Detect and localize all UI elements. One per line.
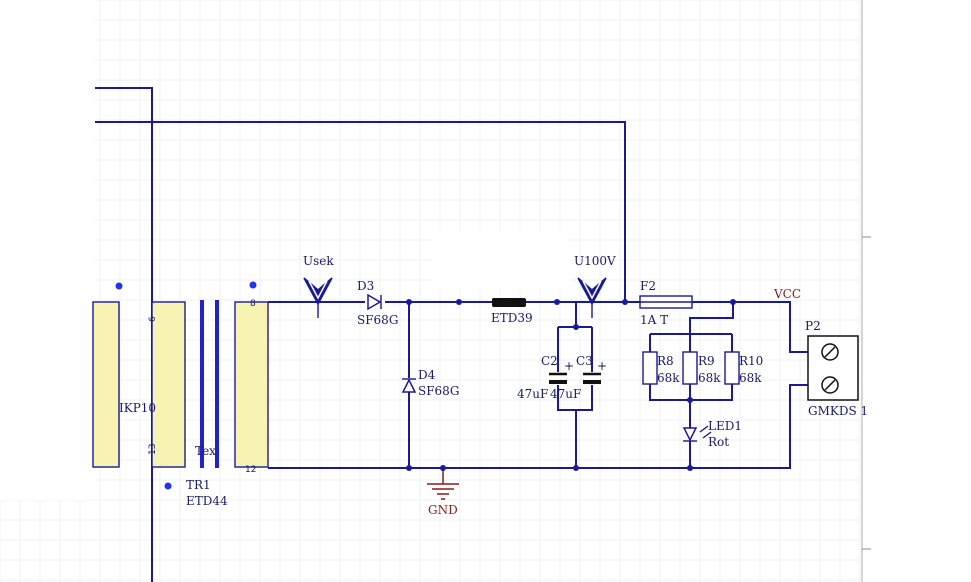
probe-u100v: U100V bbox=[574, 254, 616, 318]
junctions bbox=[406, 299, 736, 471]
d3-value: SF68G bbox=[357, 313, 398, 327]
p2-ref: P2 bbox=[805, 319, 821, 333]
resistor-network: R8 68k R9 68k R10 68k bbox=[642, 302, 763, 401]
led-value: Rot bbox=[708, 435, 729, 449]
ground-symbol: GND bbox=[427, 468, 459, 517]
wire-top bbox=[692, 301, 808, 353]
usek-label: Usek bbox=[303, 254, 334, 268]
gnd-label: GND bbox=[428, 503, 458, 517]
inductor-etd39: ETD39 bbox=[491, 298, 533, 325]
transformer-tr1: 6 13 8 12 IKP10 Tex TR1 ETD44 bbox=[92, 281, 269, 508]
polarity-dot bbox=[249, 281, 257, 289]
c2-ref: C2 bbox=[541, 354, 558, 368]
probe-usek: Usek bbox=[303, 254, 334, 318]
led-led1: LED1 Rot bbox=[682, 400, 742, 468]
d4-value: SF68G bbox=[418, 384, 459, 398]
p2-value: GMKDS 1 bbox=[808, 404, 868, 418]
tr1-ref: TR1 bbox=[186, 478, 211, 492]
d4-ref: D4 bbox=[418, 368, 436, 382]
polarity-dot bbox=[115, 282, 123, 290]
d3-ref: D3 bbox=[357, 279, 374, 293]
c2-value: 47uF bbox=[517, 387, 548, 401]
junction-dot bbox=[573, 465, 579, 471]
grid bbox=[0, 0, 861, 582]
pin-label: 6 bbox=[148, 316, 158, 322]
junction-dot bbox=[730, 299, 736, 305]
r9-value: 68k bbox=[698, 371, 721, 385]
capacitors: + + C2 C3 47uF 47uF bbox=[517, 302, 607, 468]
connector-p2: P2 GMKDS 1 bbox=[805, 319, 868, 418]
fuse-f2: F2 1A T bbox=[639, 279, 693, 327]
vcc-net-label: VCC bbox=[773, 287, 801, 301]
c3-ref: C3 bbox=[576, 354, 593, 368]
c3-value: 47uF bbox=[550, 387, 581, 401]
r8-value: 68k bbox=[657, 371, 680, 385]
junction-dot bbox=[687, 465, 693, 471]
wire-feedback-2 bbox=[95, 121, 626, 302]
pin-label: 13 bbox=[148, 444, 158, 455]
wire-bottom bbox=[268, 384, 808, 469]
blank-overlay bbox=[0, 0, 95, 500]
diode-d4: D4 SF68G bbox=[401, 302, 459, 468]
ikp-label: IKP10 bbox=[119, 401, 156, 415]
polarity-dot bbox=[164, 482, 172, 490]
f2-value: 1A T bbox=[640, 313, 668, 327]
f2-ref: F2 bbox=[640, 279, 656, 293]
blank-overlay-2 bbox=[432, 231, 570, 289]
junction-dot bbox=[440, 465, 446, 471]
svg-text:+: + bbox=[597, 359, 607, 373]
u100v-label: U100V bbox=[574, 254, 616, 268]
svg-text:+: + bbox=[564, 359, 574, 373]
led-ref: LED1 bbox=[708, 419, 742, 433]
tex-label: Tex bbox=[195, 444, 216, 458]
tr1-value: ETD44 bbox=[186, 494, 228, 508]
primary-winding bbox=[151, 301, 186, 468]
primary-winding-left bbox=[92, 301, 120, 468]
inductor-label: ETD39 bbox=[491, 311, 533, 325]
junction-dot bbox=[573, 324, 579, 330]
r10-value: 68k bbox=[739, 371, 762, 385]
junction-dot bbox=[456, 299, 462, 305]
secondary-winding bbox=[234, 301, 269, 468]
pin-label: 12 bbox=[245, 465, 256, 475]
junction-dot bbox=[554, 299, 560, 305]
junction-dot bbox=[687, 397, 693, 403]
junction-dot bbox=[622, 299, 628, 305]
diode-d3: D3 SF68G bbox=[357, 279, 398, 327]
r8-ref: R8 bbox=[657, 354, 674, 368]
junction-dot bbox=[406, 465, 412, 471]
junction-dot bbox=[406, 299, 412, 305]
r9-ref: R9 bbox=[698, 354, 715, 368]
pin-label: 8 bbox=[250, 299, 256, 309]
r10-ref: R10 bbox=[739, 354, 763, 368]
